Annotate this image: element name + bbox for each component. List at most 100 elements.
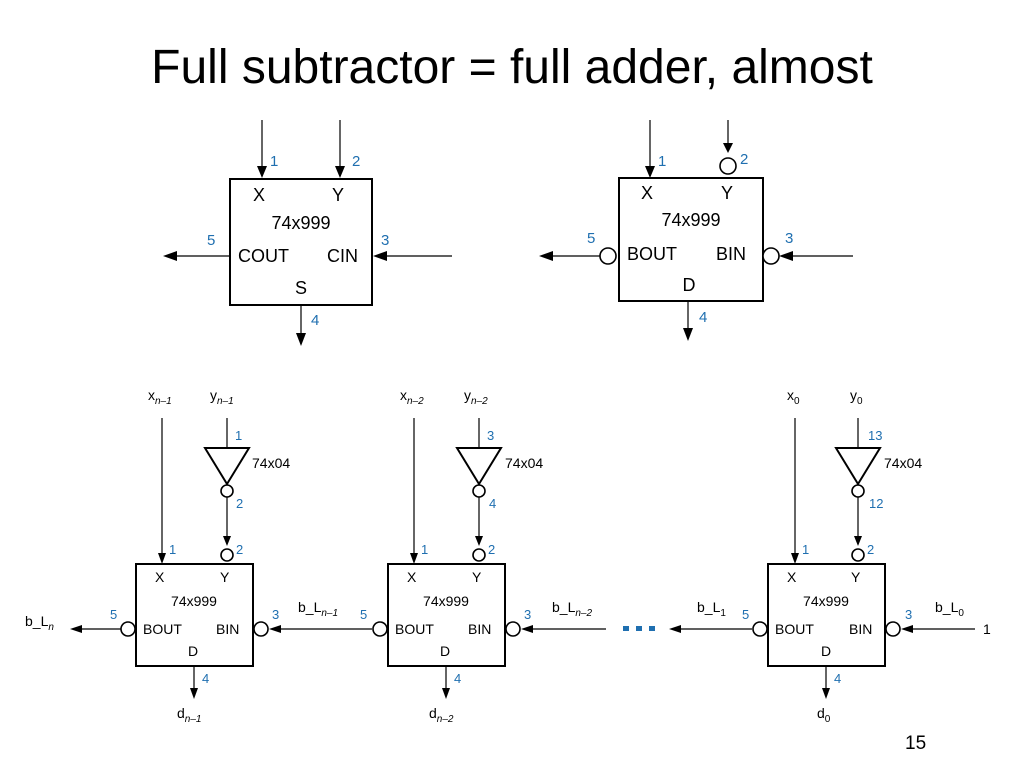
- borrow-arrow: [269, 625, 281, 633]
- x-signal-label: xn–1: [148, 387, 172, 407]
- pin-label: 2: [867, 542, 874, 557]
- inverter-chip-label: 74x04: [252, 455, 290, 471]
- y-signal-label: yn–1: [210, 387, 234, 407]
- bout-port-label: BOUT: [395, 621, 434, 637]
- pin-label: 3: [905, 607, 912, 622]
- y-bubble: [851, 548, 865, 562]
- d-port-label: D: [683, 275, 696, 295]
- bout-bubble: [120, 621, 136, 637]
- pin-label: 2: [740, 151, 748, 168]
- pin-label: 5: [110, 607, 117, 622]
- d-signal-label: dn–2: [429, 705, 454, 725]
- pin-label: 2: [488, 542, 495, 557]
- borrow-out-label: b_Ln: [25, 613, 54, 633]
- pin-label: 1: [235, 428, 242, 443]
- inverter-triangle: [455, 447, 503, 486]
- pin-label: 5: [742, 607, 749, 622]
- pin-label: 2: [236, 542, 243, 557]
- pin-label: 5: [587, 230, 595, 247]
- y-port-label: Y: [721, 183, 733, 203]
- y-port-label: Y: [332, 185, 344, 205]
- y-input-arrow: [335, 166, 345, 178]
- y-arrow: [475, 536, 483, 546]
- cin-port-label: CIN: [327, 246, 358, 266]
- bout-port-label: BOUT: [775, 621, 814, 637]
- borrow-in-arrow: [901, 625, 913, 633]
- d-port-label: D: [188, 643, 198, 659]
- x-arrow: [791, 553, 799, 564]
- inversion-bubble: [762, 247, 780, 265]
- pin-label: 4: [202, 671, 209, 686]
- chip-box: [229, 178, 373, 306]
- d-output-arrow: [683, 328, 693, 341]
- pin-label: 2: [236, 496, 243, 511]
- x-input-arrow: [645, 166, 655, 178]
- pin-label: 5: [360, 607, 367, 622]
- chip-name: 74x999: [171, 593, 217, 609]
- chip-box: [618, 177, 764, 302]
- y-port-label: Y: [472, 569, 482, 585]
- cout-port-label: COUT: [238, 246, 289, 266]
- s-port-label: S: [295, 278, 307, 298]
- borrow-in-label: b_L0: [935, 599, 964, 619]
- pin-label: 3: [785, 230, 793, 247]
- dot: [636, 626, 642, 631]
- y-bubble: [472, 548, 486, 562]
- inverter-chip-label: 74x04: [884, 455, 922, 471]
- pin-label: 4: [699, 309, 707, 326]
- full-subtractor-block: 1 2 X Y 74x999 BOUT BIN D 5 3 4: [539, 120, 853, 341]
- bout-port-label: BOUT: [627, 244, 677, 264]
- page-number: 15: [905, 733, 927, 754]
- chip-name: 74x999: [423, 593, 469, 609]
- x-signal-label: x0: [787, 387, 800, 407]
- inverter-triangle: [834, 447, 882, 486]
- bout-bubble: [752, 621, 768, 637]
- y-arrow: [223, 536, 231, 546]
- full-adder-block: 1 2 X Y 74x999 COUT CIN S 5 3 4: [163, 120, 452, 346]
- x-port-label: X: [155, 569, 165, 585]
- cin-arrow: [373, 251, 387, 261]
- bout-bubble: [372, 621, 388, 637]
- pin-label: 4: [489, 496, 496, 511]
- d-port-label: D: [821, 643, 831, 659]
- pin-label: 1: [658, 153, 666, 170]
- x-signal-label: xn–2: [400, 387, 424, 407]
- slide-title: Full subtractor = full adder, almost: [151, 41, 873, 94]
- y-arrow: [854, 536, 862, 546]
- inverter-chip-label: 74x04: [505, 455, 543, 471]
- bout-arrow: [539, 251, 553, 261]
- pin-label: 12: [869, 496, 883, 511]
- pin-label: 2: [352, 153, 360, 170]
- y-port-label: Y: [851, 569, 861, 585]
- pin-label: 5: [207, 232, 215, 249]
- bin-bubble: [885, 621, 901, 637]
- borrow-arrow: [669, 625, 681, 633]
- y-input-arrow: [723, 143, 733, 153]
- cout-arrow: [163, 251, 177, 261]
- x-port-label: X: [407, 569, 417, 585]
- bout-arrow: [70, 625, 82, 633]
- chip-name: 74x999: [661, 210, 720, 230]
- inversion-bubble: [599, 247, 617, 265]
- bin-port-label: BIN: [468, 621, 491, 637]
- borrow-arrow: [521, 625, 533, 633]
- inversion-bubble: [719, 157, 737, 175]
- d-arrow: [190, 688, 198, 699]
- inverter-bubble: [220, 484, 234, 498]
- dot: [623, 626, 629, 631]
- pin-label: 1: [270, 153, 278, 170]
- chip-name: 74x999: [803, 593, 849, 609]
- x-port-label: X: [253, 185, 265, 205]
- ellipsis-dots: [623, 626, 655, 631]
- pin-label: 1: [802, 542, 809, 557]
- dot: [649, 626, 655, 631]
- bout-port-label: BOUT: [143, 621, 182, 637]
- borrow-in-value: 1: [983, 621, 991, 637]
- d-arrow: [822, 688, 830, 699]
- pin-label: 13: [868, 428, 882, 443]
- stage-n-minus-2: xn–2 yn–2 1 3 74x04 4 2 X Y 74x999 BOUT …: [372, 387, 543, 725]
- inverter-bubble: [472, 484, 486, 498]
- inverter-triangle: [203, 447, 251, 486]
- pin-label: 3: [381, 232, 389, 249]
